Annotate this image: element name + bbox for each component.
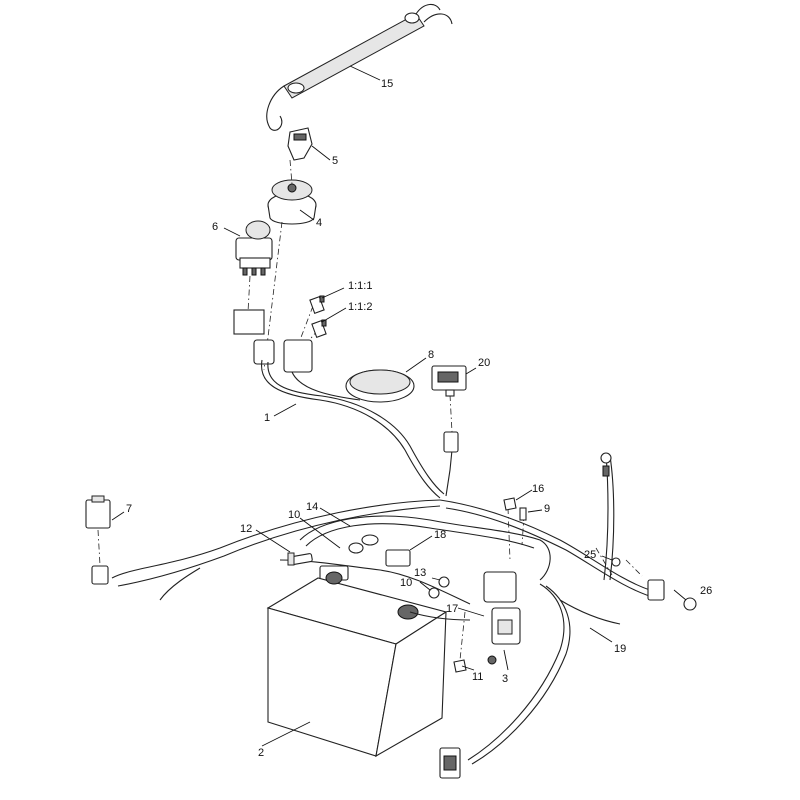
callout-11: 11 — [472, 671, 483, 683]
wire-harness-1 — [111, 359, 657, 601]
nut-16 — [503, 497, 517, 511]
callout-17: 17 — [446, 603, 458, 615]
washer-10 — [428, 587, 440, 599]
callout-1-1-1: 1:1:1 — [348, 280, 372, 292]
screw-11 — [453, 659, 467, 673]
pto-harness-plug — [233, 309, 265, 335]
bungee-strap-15 — [266, 3, 453, 131]
callout-15: 15 — [381, 78, 393, 90]
harness-connector-1-1-1 — [309, 295, 325, 314]
nut-25 — [611, 557, 621, 567]
solenoid-3 — [483, 571, 521, 665]
harness-19 — [439, 583, 621, 779]
callout-labels: 15 5 4 6 1:1:1 1:1:2 8 20 1 7 12 10 14 1… — [126, 78, 712, 759]
cover-8 — [345, 369, 415, 403]
callout-13: 13 — [414, 567, 426, 579]
callout-10-lower: 10 — [400, 577, 412, 589]
callout-10-upper: 10 — [288, 509, 300, 521]
ignition-harness-plug — [283, 339, 313, 373]
callout-3: 3 — [502, 673, 508, 685]
harness-plug-small — [253, 339, 275, 365]
callout-18: 18 — [434, 529, 446, 541]
callout-2: 2 — [258, 747, 264, 759]
callout-6: 6 — [212, 221, 218, 233]
callout-1: 1 — [264, 412, 270, 424]
callout-9: 9 — [544, 503, 550, 515]
callout-14: 14 — [306, 501, 318, 513]
leader-lines — [111, 65, 687, 747]
washer-13 — [438, 576, 450, 588]
switch-26 — [647, 579, 697, 611]
screw-9 — [519, 507, 527, 521]
callout-5: 5 — [332, 155, 338, 167]
callout-20: 20 — [478, 357, 490, 369]
callout-16: 16 — [532, 483, 544, 495]
ignition-key-5 — [287, 127, 313, 161]
ignition-switch-4 — [267, 179, 317, 225]
battery-2 — [266, 571, 471, 758]
callout-7: 7 — [126, 503, 132, 515]
callout-25: 25 — [584, 549, 596, 561]
callout-1-1-2: 1:1:2 — [348, 301, 372, 313]
callout-4: 4 — [316, 217, 322, 229]
callout-8: 8 — [428, 349, 434, 361]
callout-26: 26 — [700, 585, 712, 597]
callout-12: 12 — [240, 523, 252, 535]
clamp-14 — [348, 534, 379, 554]
relay-7 — [85, 495, 111, 585]
hour-meter-20 — [431, 365, 467, 397]
callout-19: 19 — [614, 643, 626, 655]
harness-connector-1-1-2 — [311, 319, 327, 338]
bolt-12 — [287, 552, 313, 566]
pto-switch-6 — [235, 220, 273, 276]
